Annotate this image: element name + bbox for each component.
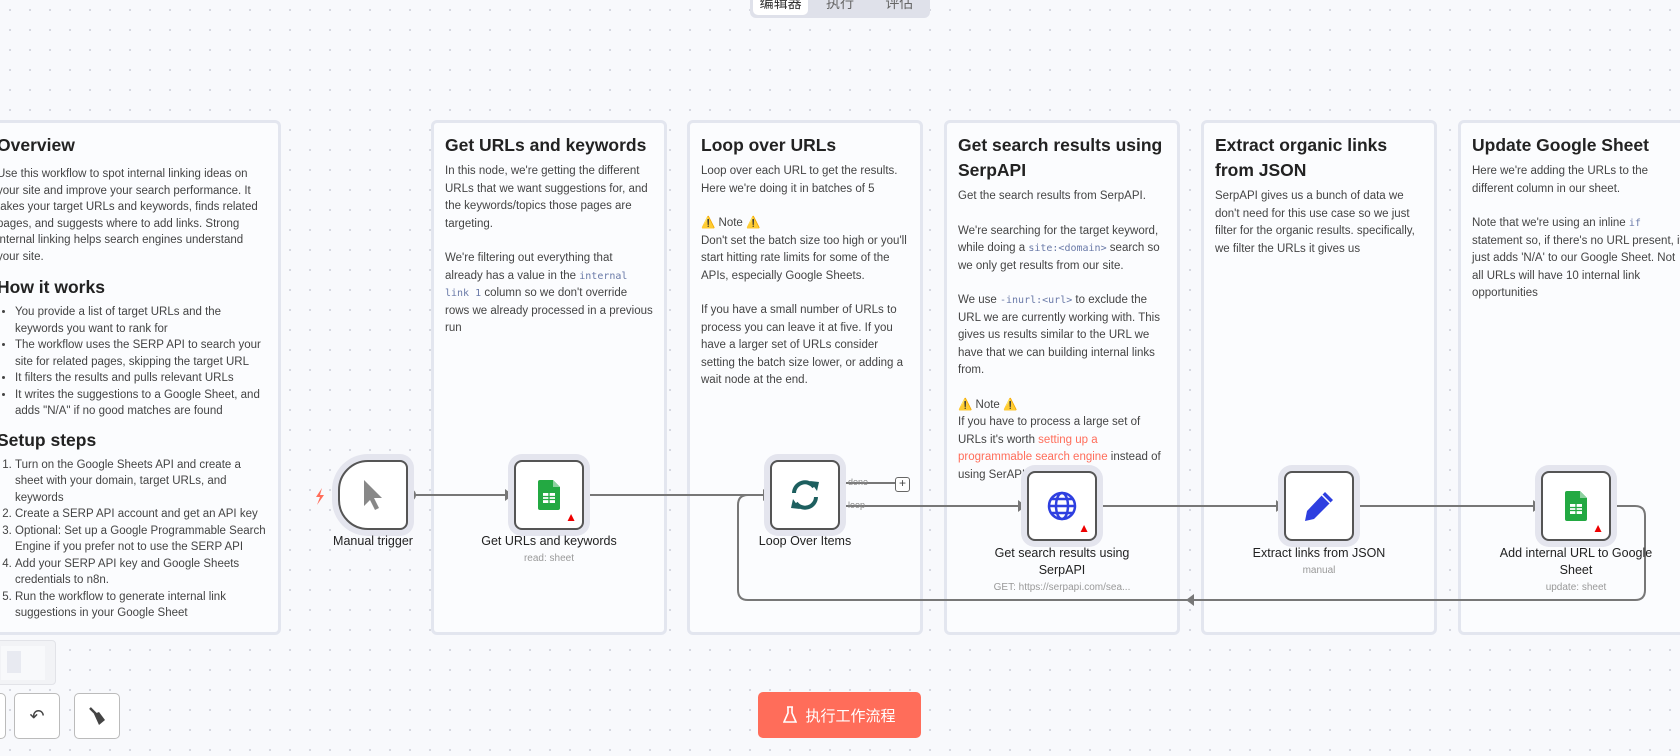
note-text: Don't set the batch size too high or you… <box>701 234 907 282</box>
zoom-button[interactable] <box>0 693 6 739</box>
list-item: Run the workflow to generate internal li… <box>15 589 267 622</box>
sticky-note-get-urls[interactable]: Get URLs and keywords In this node, we'r… <box>431 120 667 635</box>
note-text: We're searching for the target keyword, … <box>958 224 1160 272</box>
note-title: Get URLs and keywords <box>445 135 647 155</box>
note-text: Note that we're using an inline if state… <box>1472 217 1680 299</box>
sticky-note-serp[interactable]: Get search results using SerpAPI Get the… <box>944 120 1180 635</box>
cursor-icon <box>364 480 382 510</box>
undo-icon: ↶ <box>29 705 45 726</box>
node-label: Manual trigger <box>333 534 413 548</box>
note-warning: ⚠️ Note ⚠️ <box>958 398 1018 411</box>
globe-icon <box>1047 491 1077 521</box>
tab-evaluations[interactable]: 评估 <box>885 0 914 11</box>
add-node-button[interactable]: + <box>895 477 910 492</box>
undo-button[interactable]: ↶ <box>14 693 60 739</box>
google-sheets-icon <box>1565 491 1587 521</box>
sticky-note-extract[interactable]: Extract organic links from JSON SerpAPI … <box>1201 120 1437 635</box>
list-item: You provide a list of target URLs and th… <box>15 304 267 337</box>
node-loop-over-items[interactable] <box>770 460 840 530</box>
note-title: Update Google Sheet <box>1472 135 1649 155</box>
note-text: In this node, we're getting the differen… <box>445 165 648 230</box>
setup-list: Turn on the Google Sheets API and create… <box>0 457 267 622</box>
note-text: If you have to process a large set of UR… <box>958 416 1161 481</box>
node-manual-trigger[interactable] <box>338 460 408 530</box>
note-text: We use -inurl:<url> to exclude the URL w… <box>958 294 1160 376</box>
node-get-urls[interactable]: ▲ <box>514 460 584 530</box>
node-serpapi-request[interactable]: ▲ <box>1027 471 1097 541</box>
warning-icon: ▲ <box>1078 521 1090 535</box>
list-item: Optional: Set up a Google Programmable S… <box>15 523 267 556</box>
note-text: Loop over each URL to get the results. H… <box>701 165 898 195</box>
list-item: Create a SERP API account and get an API… <box>15 506 267 523</box>
warning-icon: ▲ <box>1592 521 1604 535</box>
view-tabs: 编辑器 执行 评估 <box>750 0 930 18</box>
warning-icon: ▲ <box>565 510 577 524</box>
node-extract-links[interactable] <box>1284 471 1354 541</box>
note-heading: How it works <box>0 277 105 297</box>
execute-workflow-label: 执行工作流程 <box>805 707 896 725</box>
note-title: Overview <box>0 135 75 155</box>
output-label-loop: loop <box>848 500 866 510</box>
note-text: SerpAPI gives us a bunch of data we don'… <box>1215 190 1415 255</box>
node-update-sheet[interactable]: ▲ <box>1541 471 1611 541</box>
node-label: Loop Over Items <box>758 534 852 548</box>
note-heading: Setup steps <box>0 429 97 450</box>
note-title: Get search results using SerpAPI <box>958 135 1163 180</box>
execute-workflow-button[interactable]: 执行工作流程 <box>758 692 921 738</box>
tab-executions[interactable]: 执行 <box>825 0 854 11</box>
note-title: Extract organic links from JSON <box>1215 135 1388 180</box>
list-item: Add your SERP API key and Google Sheets … <box>15 556 267 589</box>
note-text: Use this workflow to spot internal linki… <box>0 168 258 263</box>
pencil-icon <box>1305 492 1333 521</box>
sticky-note-loop[interactable]: Loop over URLs Loop over each URL to get… <box>687 120 923 635</box>
note-text: We're filtering out everything that alre… <box>445 252 653 334</box>
sticky-note-update[interactable]: Update Google Sheet Here we're adding th… <box>1458 120 1680 635</box>
note-text: If you have a small number of URLs to pr… <box>701 304 904 386</box>
trigger-bolt-icon <box>316 488 324 505</box>
how-list: You provide a list of target URLs and th… <box>0 304 267 420</box>
loop-icon <box>791 480 819 510</box>
broom-icon <box>89 707 105 725</box>
sticky-note-overview[interactable]: Overview Use this workflow to spot inter… <box>0 120 281 635</box>
note-title: Loop over URLs <box>701 135 837 155</box>
note-text: Get the search results from SerpAPI. <box>958 190 1146 202</box>
list-item: It writes the suggestions to a Google Sh… <box>15 387 267 420</box>
minimap[interactable] <box>0 640 56 685</box>
note-text: Here we're adding the URLs to the differ… <box>1472 165 1649 195</box>
list-item: The workflow uses the SERP API to search… <box>15 337 267 370</box>
google-sheets-icon <box>538 480 560 510</box>
flask-icon <box>783 706 798 723</box>
output-label-done: done <box>848 477 869 487</box>
programmable-search-link[interactable]: setting up a programmable search engine <box>958 433 1108 464</box>
tidy-up-button[interactable] <box>74 693 120 739</box>
list-item: Turn on the Google Sheets API and create… <box>15 457 267 507</box>
note-warning: ⚠️ Note ⚠️ <box>701 217 761 229</box>
list-item: It filters the results and pulls relevan… <box>15 370 267 387</box>
tab-editor[interactable]: 编辑器 <box>753 0 809 15</box>
